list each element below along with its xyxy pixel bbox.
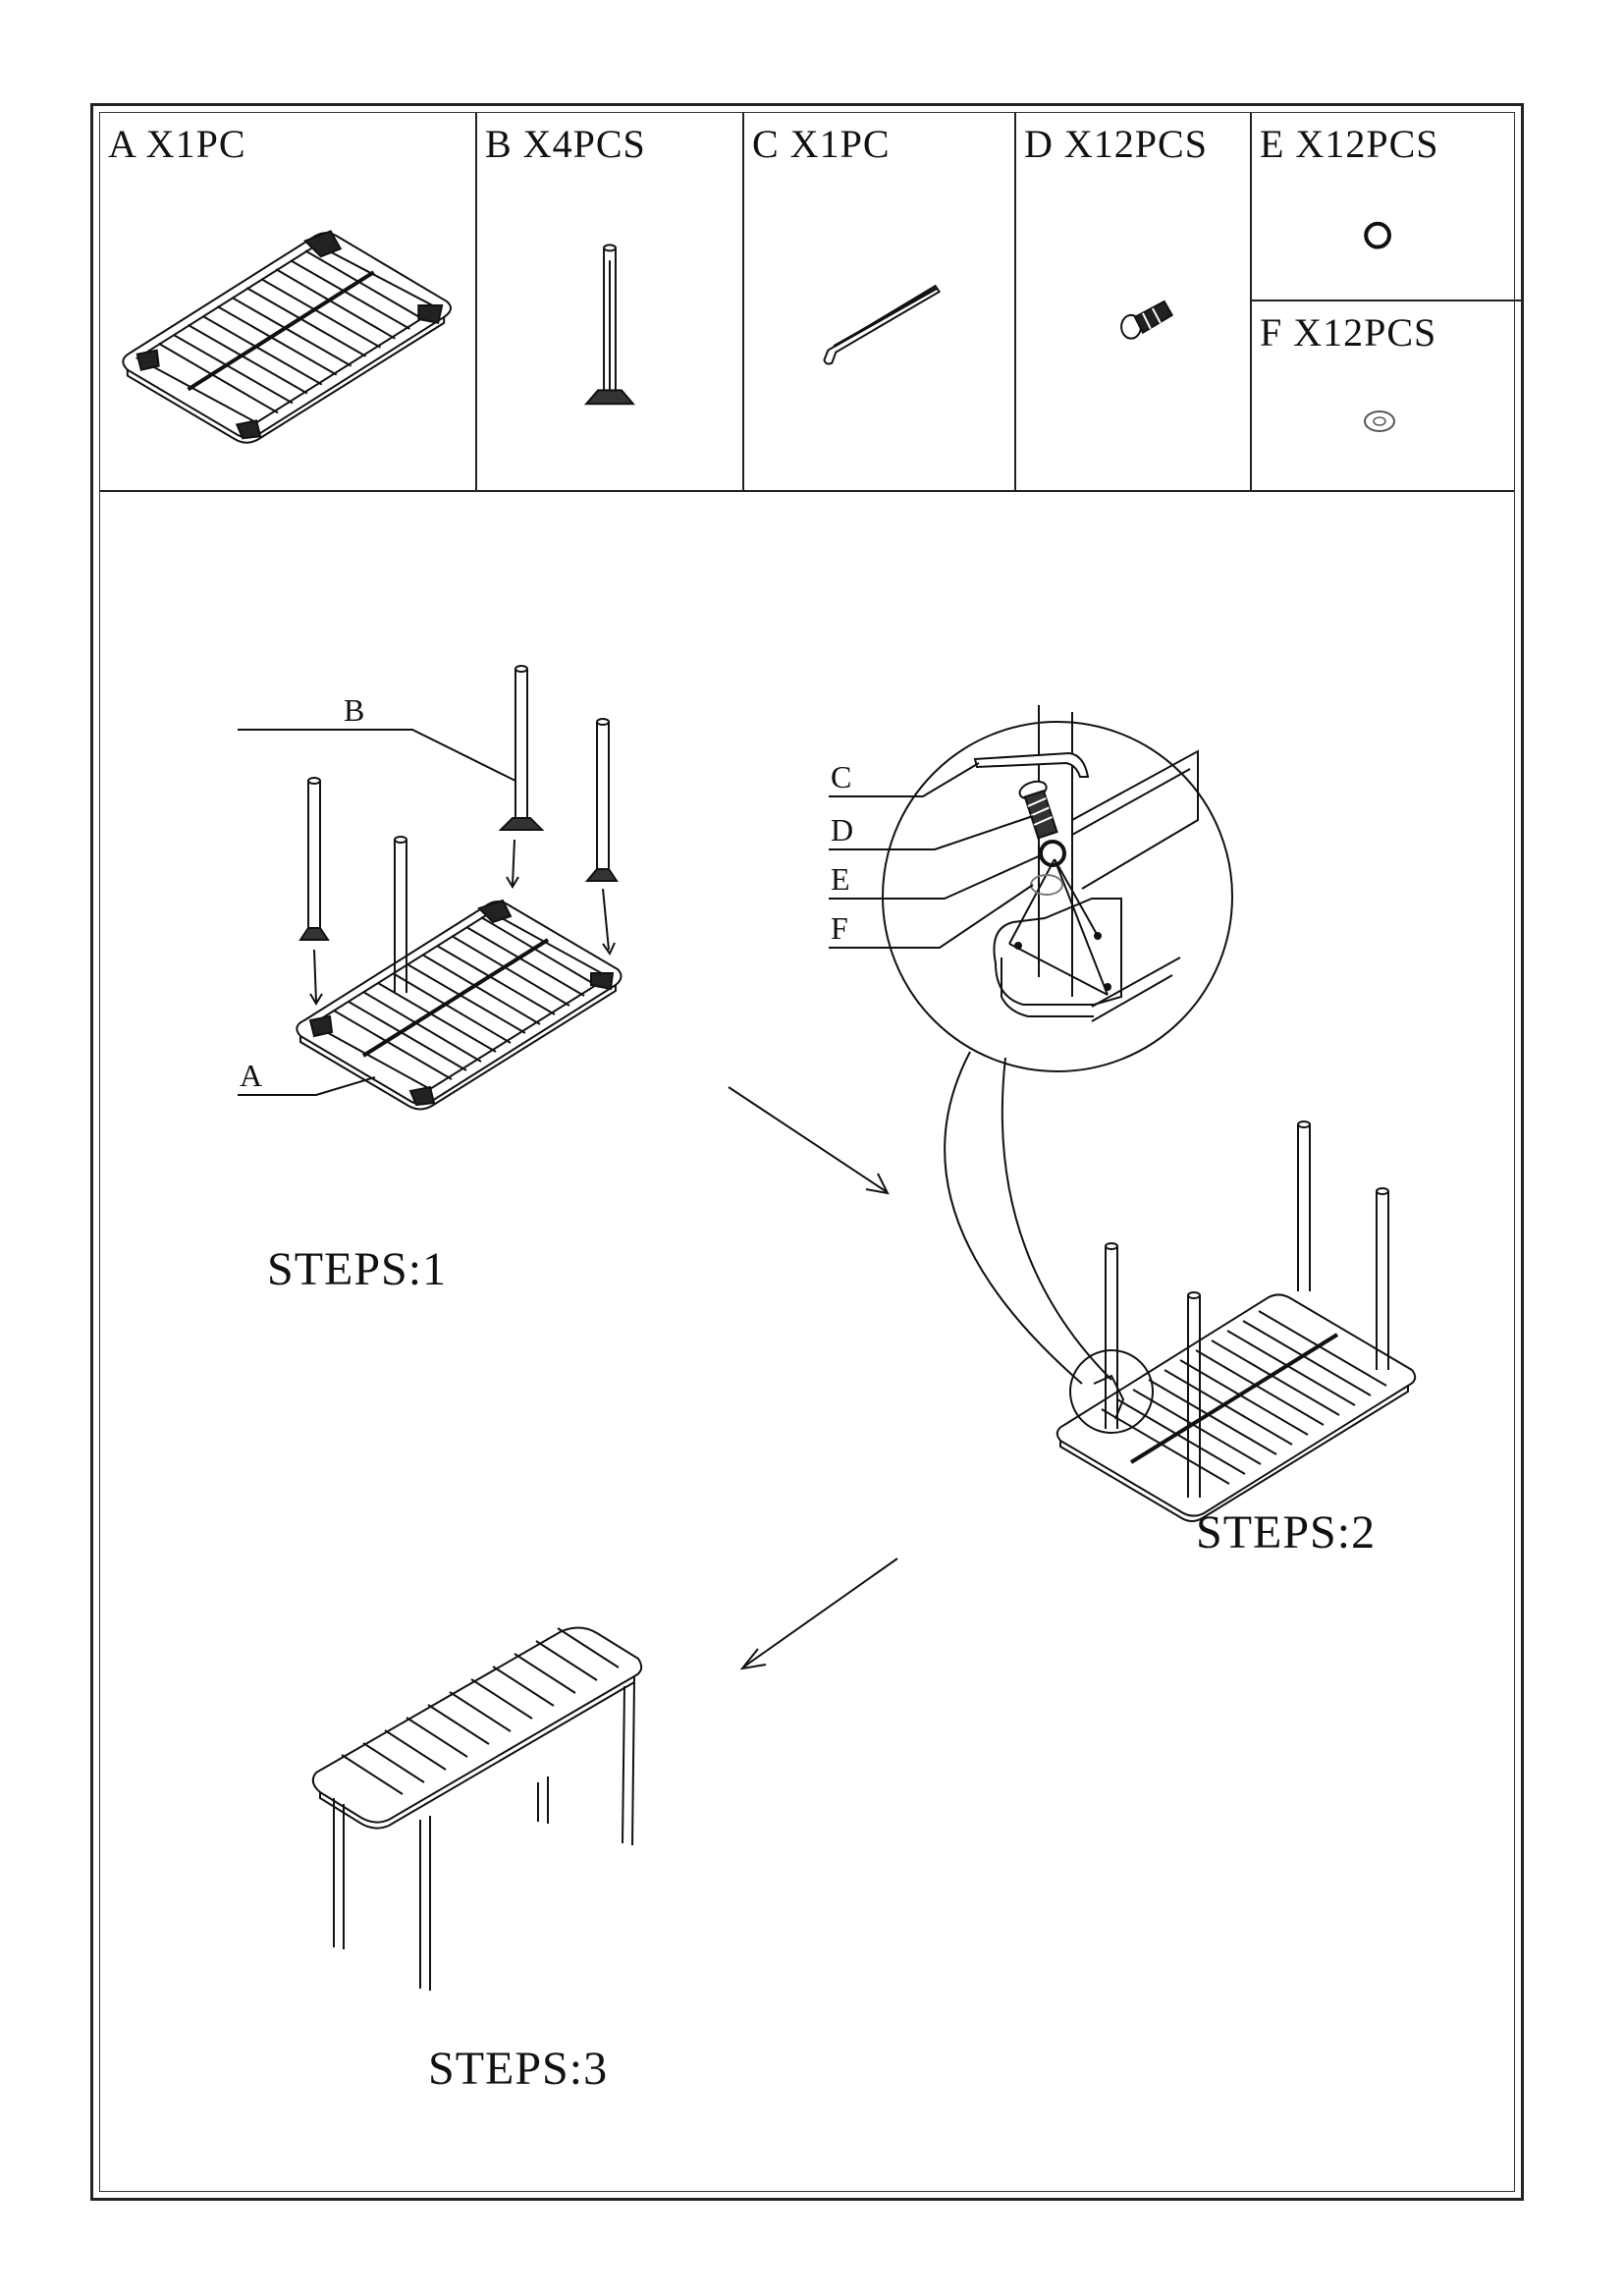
callout-d: D	[831, 812, 854, 847]
step3-table	[313, 1627, 641, 1991]
part-label-a: A X1PC	[108, 122, 246, 166]
allen-key-icon	[744, 113, 1014, 490]
part-label-d: D X12PCS	[1024, 122, 1208, 166]
sheet-inner-border: A X1PC	[99, 112, 1522, 2192]
spring-washer-icon	[1252, 113, 1522, 300]
step1-legs	[300, 666, 617, 1004]
part-cell-a: A X1PC	[100, 113, 477, 490]
part-cell-c: C X1PC	[744, 113, 1016, 490]
bolt-icon	[1016, 113, 1250, 490]
part-cell-e: E X12PCS	[1252, 113, 1522, 301]
callout-f: F	[831, 910, 848, 946]
flat-washer-icon	[1252, 301, 1522, 490]
step-label-3: STEPS:3	[428, 2043, 609, 2095]
table-top-frame-icon	[100, 113, 475, 490]
part-label-c: C X1PC	[752, 122, 891, 166]
assembly-sheet: A X1PC	[90, 103, 1524, 2201]
assembly-steps: B A C D E F STEPS:1 STEPS:2 STEPS:3	[100, 113, 1514, 2191]
step2-table	[1057, 1121, 1415, 1521]
part-cell-d: D X12PCS	[1016, 113, 1252, 490]
callout-b: B	[344, 692, 365, 728]
assembly-illustration	[100, 113, 1520, 2197]
callout-a: A	[240, 1058, 263, 1093]
table-leg-icon	[477, 113, 742, 490]
callout-c: C	[831, 759, 852, 794]
part-label-b: B X4PCS	[485, 122, 646, 166]
part-label-f: F X12PCS	[1260, 310, 1437, 355]
step-label-1: STEPS:1	[267, 1243, 448, 1295]
part-label-e: E X12PCS	[1260, 122, 1439, 166]
parts-list: A X1PC	[100, 113, 1522, 492]
step-label-2: STEPS:2	[1196, 1506, 1377, 1558]
callout-e: E	[831, 861, 850, 897]
part-cell-f: F X12PCS	[1252, 301, 1522, 490]
part-cell-b: B X4PCS	[477, 113, 744, 490]
step1-frame	[297, 901, 621, 1110]
